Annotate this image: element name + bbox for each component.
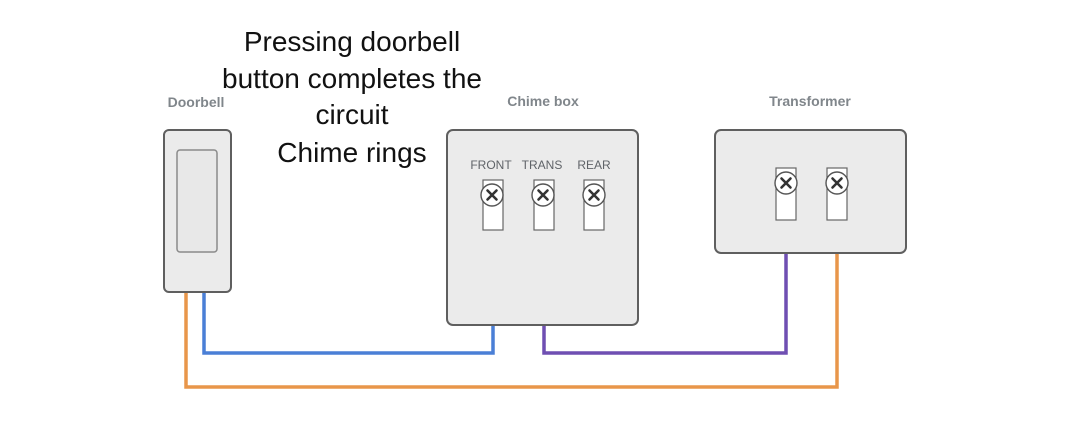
- doorbell: Doorbell: [163, 94, 232, 293]
- screw-cross-icon: [780, 177, 792, 189]
- terminal-front: [480, 179, 504, 231]
- screw-cross-icon: [588, 189, 600, 201]
- doorbell-button: [176, 149, 218, 253]
- chime-box: Chime box FRONT TRANS REAR: [446, 93, 639, 326]
- transformer-label: Transformer: [769, 93, 851, 109]
- caption-line: circuit: [315, 99, 388, 130]
- doorbell-label: Doorbell: [168, 94, 225, 110]
- screw-cross-icon: [486, 189, 498, 201]
- terminal-rear: [582, 179, 606, 231]
- caption: Pressing doorbell button completes the c…: [221, 25, 484, 170]
- transformer-housing: [714, 129, 907, 254]
- terminal-trans: [531, 179, 555, 231]
- transformer: Transformer: [714, 93, 907, 254]
- screw-cross-icon: [537, 189, 549, 201]
- terminal-label-front: FRONT: [470, 158, 512, 172]
- caption-line: Pressing doorbell: [244, 26, 460, 57]
- orange-wire: [184, 214, 839, 389]
- caption-line: button completes the: [222, 63, 482, 94]
- screw-cross-icon: [831, 177, 843, 189]
- terminal-label-rear: REAR: [577, 158, 611, 172]
- caption-line: Chime rings: [277, 137, 426, 168]
- transformer-terminal-1: [774, 167, 798, 221]
- terminal-label-trans: TRANS: [522, 158, 563, 172]
- chime-box-label: Chime box: [507, 93, 579, 109]
- transformer-terminal-2: [825, 167, 849, 221]
